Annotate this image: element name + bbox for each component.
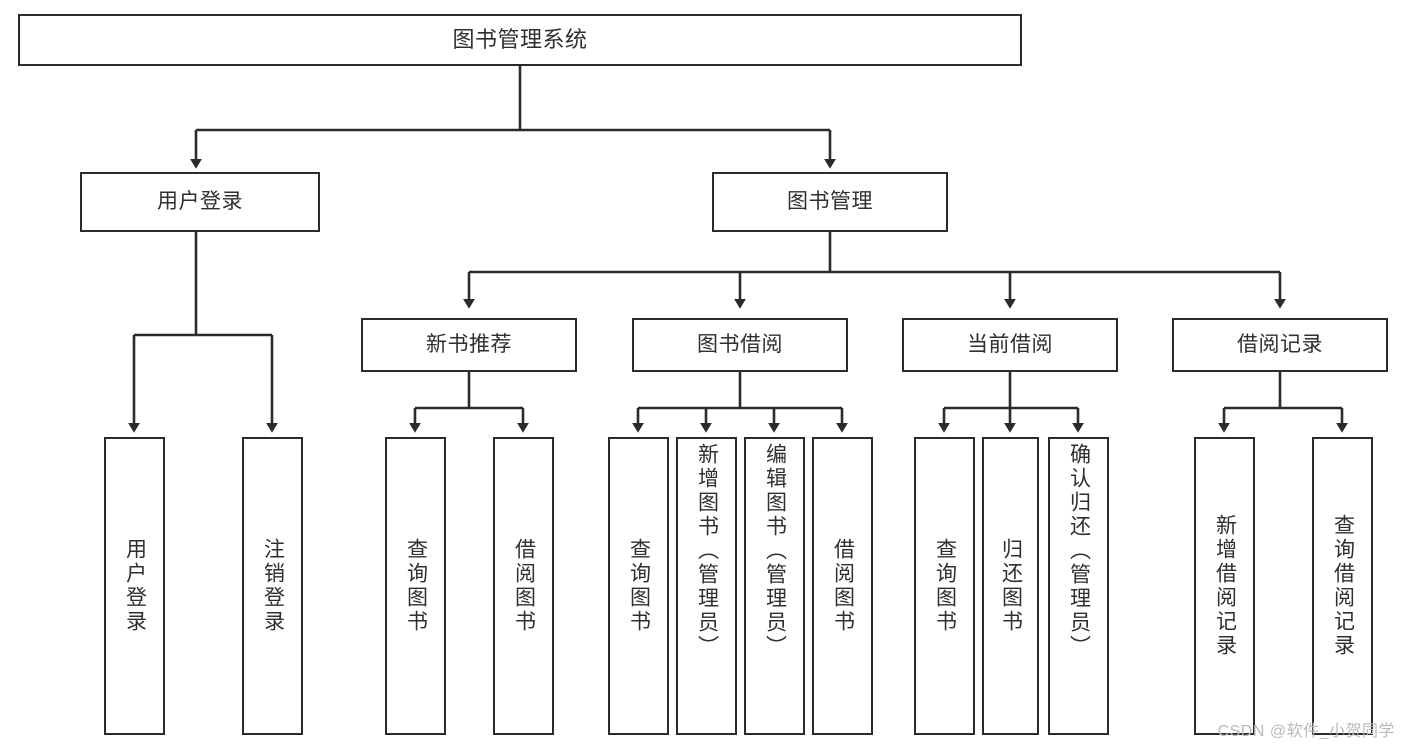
- node-book-borrow[interactable]: 图书借阅: [632, 318, 848, 372]
- node-label: 新增借阅记录: [1213, 514, 1237, 658]
- node-user-login[interactable]: 用户登录: [80, 172, 320, 232]
- node-new-book-recommend[interactable]: 新书推荐: [361, 318, 577, 372]
- leaf-logout-login[interactable]: 注销登录: [242, 437, 303, 735]
- leaf-return-book[interactable]: 归还图书: [982, 437, 1039, 735]
- leaf-query-book-3[interactable]: 查询图书: [914, 437, 975, 735]
- node-label: 当前借阅: [967, 333, 1053, 357]
- node-label: 编辑图书（管理员）: [763, 443, 787, 659]
- node-label: 借阅图书: [512, 538, 536, 634]
- node-current-borrow[interactable]: 当前借阅: [902, 318, 1118, 372]
- node-label: 借阅记录: [1237, 333, 1323, 357]
- leaf-query-book-2[interactable]: 查询图书: [608, 437, 669, 735]
- node-borrow-record[interactable]: 借阅记录: [1172, 318, 1388, 372]
- node-label: 用户登录: [157, 190, 243, 214]
- node-label: 归还图书: [999, 538, 1023, 634]
- leaf-add-book[interactable]: 新增图书（管理员）: [676, 437, 737, 735]
- node-label: 查询图书: [933, 538, 957, 634]
- node-label: 查询借阅记录: [1331, 514, 1355, 658]
- node-label: 新书推荐: [426, 333, 512, 357]
- node-label: 注销登录: [261, 538, 285, 634]
- node-label: 图书管理系统: [452, 26, 588, 52]
- node-book-manage[interactable]: 图书管理: [712, 172, 948, 232]
- leaf-borrow-book-1[interactable]: 借阅图书: [493, 437, 554, 735]
- node-label: 确认归还（管理员）: [1067, 443, 1091, 659]
- leaf-borrow-book-2[interactable]: 借阅图书: [812, 437, 873, 735]
- node-label: 借阅图书: [831, 538, 855, 634]
- node-label: 图书管理: [787, 190, 873, 214]
- node-label: 图书借阅: [697, 333, 783, 357]
- node-label: 用户登录: [123, 538, 147, 634]
- leaf-edit-book[interactable]: 编辑图书（管理员）: [744, 437, 805, 735]
- node-label: 新增图书（管理员）: [695, 443, 719, 659]
- leaf-add-record[interactable]: 新增借阅记录: [1194, 437, 1255, 735]
- watermark-text: CSDN @软件_小贺同学: [1217, 723, 1395, 740]
- node-root-system[interactable]: 图书管理系统: [18, 14, 1022, 66]
- node-label: 查询图书: [404, 538, 428, 634]
- leaf-user-login[interactable]: 用户登录: [104, 437, 165, 735]
- node-label: 查询图书: [627, 538, 651, 634]
- leaf-confirm-return[interactable]: 确认归还（管理员）: [1048, 437, 1109, 735]
- leaf-query-record[interactable]: 查询借阅记录: [1312, 437, 1373, 735]
- leaf-query-book-1[interactable]: 查询图书: [385, 437, 446, 735]
